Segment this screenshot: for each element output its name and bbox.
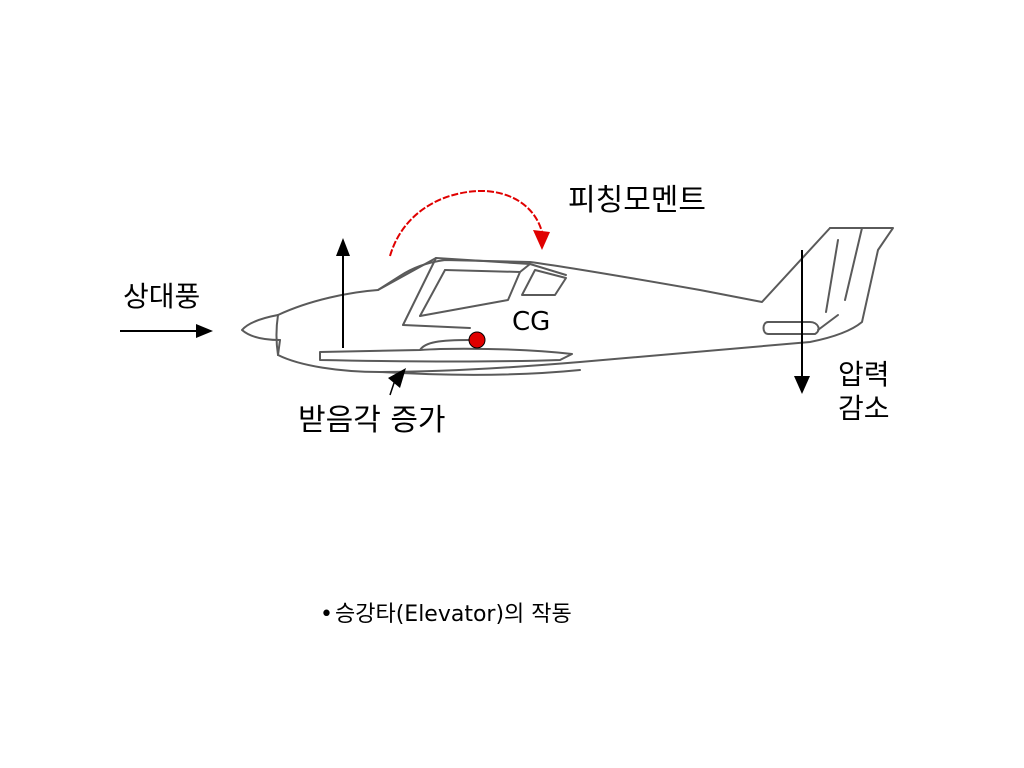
cg-label: CG	[512, 307, 551, 337]
relative-wind-label: 상대풍	[123, 280, 201, 313]
tail-force-arrow	[794, 250, 810, 394]
cg-dot	[468, 331, 486, 349]
caption-bullet: •	[320, 602, 333, 627]
slide-caption: •승강타(Elevator)의 작동	[320, 596, 572, 628]
aoa-increase-label: 받음각 증가	[298, 403, 446, 438]
lift-arrow	[336, 238, 350, 348]
aoa-indicator-arrow	[388, 368, 406, 396]
caption-text: 승강타(Elevator)의 작동	[334, 602, 572, 627]
relative-wind-arrow	[120, 324, 213, 338]
pitching-moment-arrow	[389, 189, 550, 257]
pitching-moment-label: 피칭모멘트	[568, 183, 706, 218]
airplane-outline	[241, 227, 894, 376]
pressure-decrease-label: 압력 감소	[838, 358, 890, 425]
